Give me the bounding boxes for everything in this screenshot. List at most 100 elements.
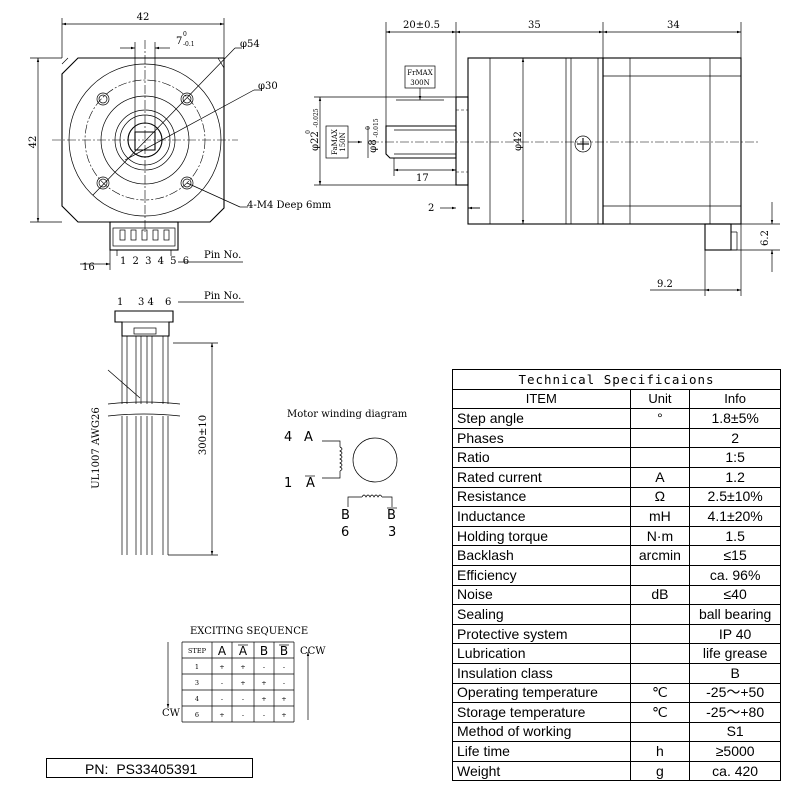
cable-length: 300±10 xyxy=(198,415,209,455)
fr-load-value: 300N xyxy=(410,79,430,87)
spec-info: 1.8±5% xyxy=(689,408,781,429)
spec-info: -25～+80 xyxy=(689,702,781,723)
cable-pin-label: Pin No. xyxy=(204,291,241,302)
svg-text:-: - xyxy=(263,663,265,671)
winding-pin-abar: 1 xyxy=(284,476,292,491)
ccw-label: CCW xyxy=(300,646,326,657)
spec-item: Sealing xyxy=(452,604,631,625)
spec-item: Ratio xyxy=(452,447,631,468)
svg-text:3: 3 xyxy=(195,679,199,687)
spec-unit: mH xyxy=(629,506,691,527)
spec-unit: h xyxy=(629,741,691,762)
seq-header-bbar: B xyxy=(280,644,288,658)
spec-item: Operating temperature xyxy=(452,682,631,704)
dim-shaft-offset: 7 xyxy=(176,36,182,47)
spec-info: ≤40 xyxy=(689,584,781,606)
part-number-box: PN:PS33405391 xyxy=(46,758,253,778)
screw-holes xyxy=(96,92,194,190)
spec-unit xyxy=(629,564,691,586)
spec-item: Method of working xyxy=(452,721,631,743)
spec-unit: g xyxy=(629,760,691,782)
spec-unit: ° xyxy=(629,408,691,429)
spec-unit: ℃ xyxy=(629,682,691,704)
spec-item: Inductance xyxy=(452,506,631,527)
dim-shaft-length: 20±0.5 xyxy=(403,20,440,31)
spec-unit: N·m xyxy=(629,525,691,547)
cable-pin-1: 1 xyxy=(117,297,123,308)
fa-load-label: FaMAX xyxy=(331,129,339,155)
winding-phase-a: A xyxy=(304,430,313,445)
spec-unit xyxy=(629,643,691,664)
spec-info: ≥5000 xyxy=(689,741,781,762)
spec-item: Backlash xyxy=(452,545,631,566)
svg-text:1: 1 xyxy=(195,663,199,671)
winding-phase-b: B xyxy=(341,508,350,523)
spec-unit xyxy=(629,721,691,743)
svg-text:+: + xyxy=(240,663,245,671)
side-view: 20±0.5 35 34 FrMAX 300N FaMAX 150N φ22 0… xyxy=(305,20,780,296)
spec-item: Storage temperature xyxy=(452,702,631,723)
dim-dia-30: φ30 xyxy=(258,81,278,92)
seq-row-3: 4 - - + + xyxy=(195,695,287,703)
spec-item: Step angle xyxy=(452,408,631,429)
spec-header-info: Info xyxy=(689,388,781,410)
dim-connector-offset: 16 xyxy=(82,262,95,273)
spec-item: Resistance xyxy=(452,486,631,508)
note-screws: 4-M4 Deep 6mm xyxy=(247,200,332,211)
spec-info: B xyxy=(689,662,781,684)
dim-front-width: 42 xyxy=(137,12,150,23)
seq-header-a: A xyxy=(218,644,227,658)
svg-text:6: 6 xyxy=(195,711,199,719)
spec-info: ≤15 xyxy=(689,545,781,566)
spec-info: -25～+50 xyxy=(689,682,781,704)
dim-gearbox-length: 35 xyxy=(528,20,541,31)
svg-text:+: + xyxy=(261,695,266,703)
spec-item: Efficiency xyxy=(452,564,631,586)
spec-unit xyxy=(629,604,691,625)
seq-header-step: STEP xyxy=(188,647,207,655)
cw-label: CW xyxy=(162,708,181,719)
spec-info: life grease xyxy=(689,643,781,664)
svg-text:-: - xyxy=(242,711,244,719)
cable-drawing: 1 3 4 6 Pin No. UL1007 AWG26 300±10 xyxy=(91,291,244,556)
winding-pin-b: 6 xyxy=(341,525,349,540)
winding-pin-bbar: 3 xyxy=(388,525,396,540)
svg-text:0: 0 xyxy=(365,126,372,130)
cable-pin-6: 6 xyxy=(165,297,171,308)
seq-row-1: 1 + + - - xyxy=(195,663,285,671)
spec-info: 1:5 xyxy=(689,447,781,468)
part-number-value: PS33405391 xyxy=(116,761,198,777)
seq-row-2: 3 - + + - xyxy=(195,679,285,687)
spec-row: Operating temperature℃-25～+50 xyxy=(452,682,781,704)
fr-load-label: FrMAX xyxy=(407,69,432,77)
dim-shaft-diameter: φ8 xyxy=(368,139,379,152)
dim-flange: 2 xyxy=(428,203,434,214)
spec-item: Noise xyxy=(452,584,631,606)
dim-front-height: 42 xyxy=(28,136,39,149)
svg-text:-: - xyxy=(283,679,285,687)
spec-row: Storage temperature℃-25～+80 xyxy=(452,702,781,723)
spec-item: Phases xyxy=(452,427,631,449)
spec-info: 2 xyxy=(689,427,781,449)
spec-unit: dB xyxy=(629,584,691,606)
svg-text:-0.025: -0.025 xyxy=(313,108,320,127)
winding-title: Motor winding diagram xyxy=(287,409,408,420)
fa-load-value: 150N xyxy=(339,132,347,152)
spec-item: Protective system xyxy=(452,623,631,645)
svg-text:0: 0 xyxy=(305,130,312,134)
spec-unit: ℃ xyxy=(629,702,691,723)
svg-text:-: - xyxy=(283,663,285,671)
spec-unit: A xyxy=(629,466,691,488)
